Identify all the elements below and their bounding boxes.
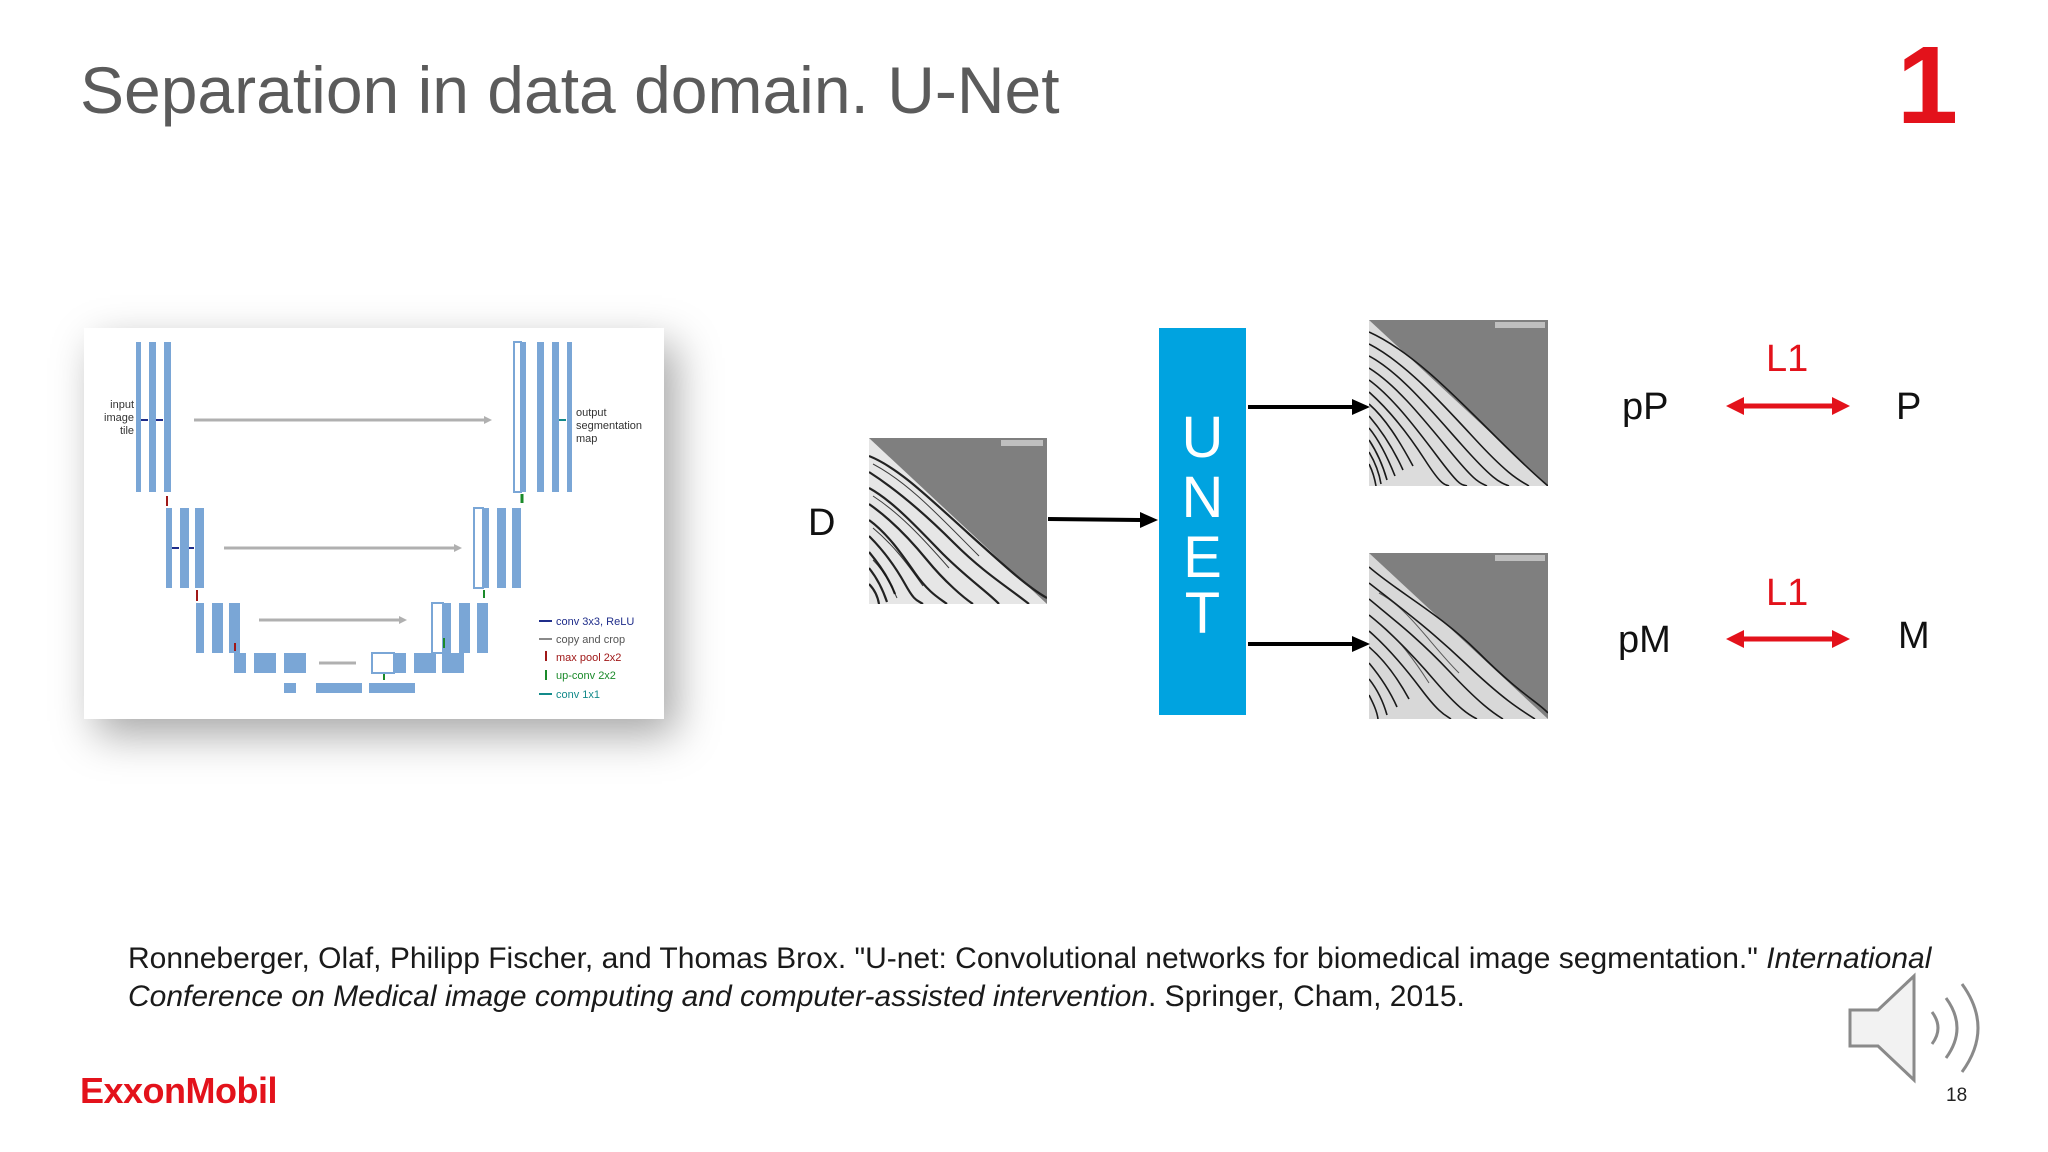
output-pm-seismic-image	[1369, 553, 1548, 719]
legend-entry: conv 1x1	[556, 689, 600, 701]
unet-letter: T	[1184, 581, 1221, 646]
feature-map-bar	[164, 342, 171, 492]
citation-part2: . Springer, Cham, 2015.	[1148, 980, 1465, 1013]
legend-entry: max pool 2x2	[556, 652, 621, 664]
legend-entry: conv 3x3, ReLU	[556, 616, 634, 628]
output-label-line: map	[576, 433, 597, 445]
feature-map-bar	[136, 342, 141, 492]
unet-architecture-figure: input image tile	[84, 328, 664, 719]
l1-label-bottom: L1	[1766, 572, 1809, 614]
input-label-line: input	[110, 399, 134, 411]
pm-label: pM	[1618, 619, 1671, 661]
unet-letter: E	[1183, 525, 1222, 590]
unet-network-block: U N E T	[1159, 328, 1246, 715]
citation-text: Ronneberger, Olaf, Philipp Fischer, and …	[128, 940, 1988, 1016]
page-number: 18	[1946, 1085, 1968, 1106]
diagram-legend: conv 3x3, ReLU copy and crop max pool 2x…	[539, 616, 634, 701]
output-label-line: segmentation	[576, 420, 642, 432]
unet-architecture-diagram: input image tile	[84, 328, 664, 719]
unet-letter: N	[1181, 465, 1224, 530]
p-label: P	[1896, 386, 1922, 428]
legend-entry: copy and crop	[556, 634, 625, 646]
arrow-d-to-unet	[1047, 517, 1141, 522]
legend-entry: up-conv 2x2	[556, 670, 616, 682]
slide-title: Separation in data domain. U-Net	[80, 53, 1060, 127]
unet-letter: U	[1181, 405, 1224, 470]
pp-label: pP	[1622, 386, 1669, 428]
exxonmobil-logo: ExxonMobil	[80, 1070, 278, 1111]
l1-label-top: L1	[1766, 338, 1809, 380]
feature-map-bar	[149, 342, 156, 492]
input-label-line: tile	[120, 425, 134, 437]
m-label: M	[1898, 615, 1930, 657]
citation-venue: International Conference on Medical imag…	[128, 942, 1932, 1013]
input-label-line: image	[104, 412, 134, 424]
input-d-label: D	[808, 502, 836, 544]
input-seismic-image	[869, 438, 1047, 604]
output-pp-seismic-image	[1369, 320, 1548, 486]
speaker-volume-icon[interactable]	[1844, 966, 2000, 1090]
output-label-line: output	[576, 407, 607, 419]
slide-number-badge: 1	[1896, 24, 1958, 147]
citation-part1: Ronneberger, Olaf, Philipp Fischer, and …	[128, 942, 1767, 975]
